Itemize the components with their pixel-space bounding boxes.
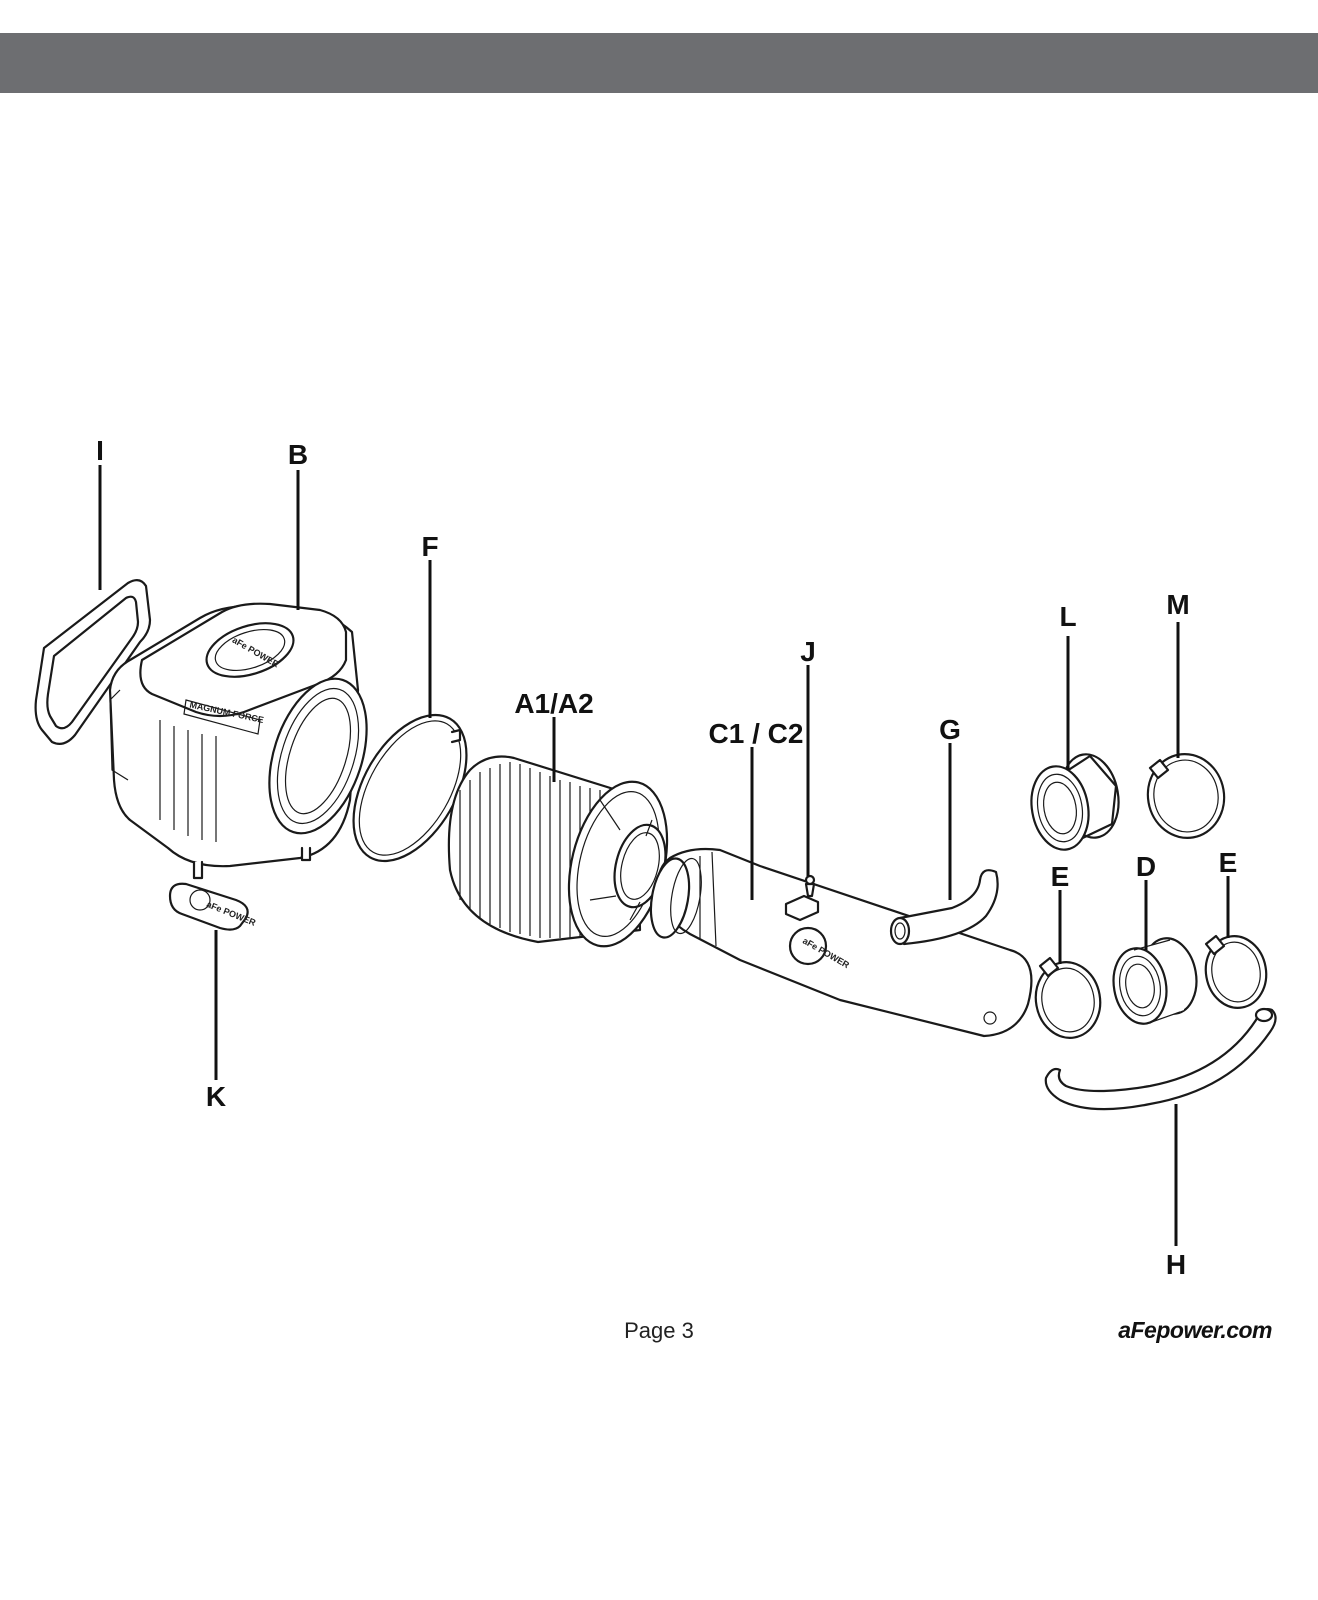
callout-e-left: E — [1051, 861, 1070, 892]
callout-l: L — [1059, 601, 1076, 632]
callout-g: G — [939, 714, 961, 745]
leader-lines — [98, 465, 1230, 1246]
callout-f: F — [421, 531, 438, 562]
part-j-screw — [804, 874, 816, 898]
part-e-clamp-right — [1204, 934, 1268, 1009]
part-l-coupler — [1030, 753, 1120, 851]
header-bar — [0, 33, 1318, 93]
callout-c1-c2: C1 / C2 — [709, 718, 804, 749]
part-b-airbox: aFe POWER MAGNUM FORCE — [108, 602, 368, 880]
callout-k: K — [206, 1081, 226, 1112]
part-g-elbow-hose — [889, 869, 999, 946]
part-e-clamp-left — [1034, 956, 1102, 1039]
callout-d: D — [1136, 851, 1156, 882]
part-m-clamp — [1146, 753, 1226, 839]
part-c-intake-tube: aFe POWER — [649, 847, 1033, 1038]
callout-b: B — [288, 439, 308, 470]
page-number: Page 3 — [624, 1318, 694, 1343]
part-k-plate: aFe POWER — [168, 882, 258, 931]
part-h-hose — [1044, 1007, 1277, 1111]
part-a-filter — [447, 755, 669, 948]
callout-m: M — [1166, 589, 1189, 620]
callout-e-right: E — [1219, 847, 1238, 878]
callout-a1-a2: A1/A2 — [514, 688, 593, 719]
part-i-seal-frame — [34, 579, 152, 745]
part-d-coupler — [1112, 937, 1198, 1025]
callout-i: I — [96, 435, 104, 466]
website-link[interactable]: aFepower.com — [1118, 1317, 1272, 1343]
callout-j: J — [800, 636, 816, 667]
callout-h: H — [1166, 1249, 1186, 1280]
part-f-ring — [352, 713, 468, 863]
